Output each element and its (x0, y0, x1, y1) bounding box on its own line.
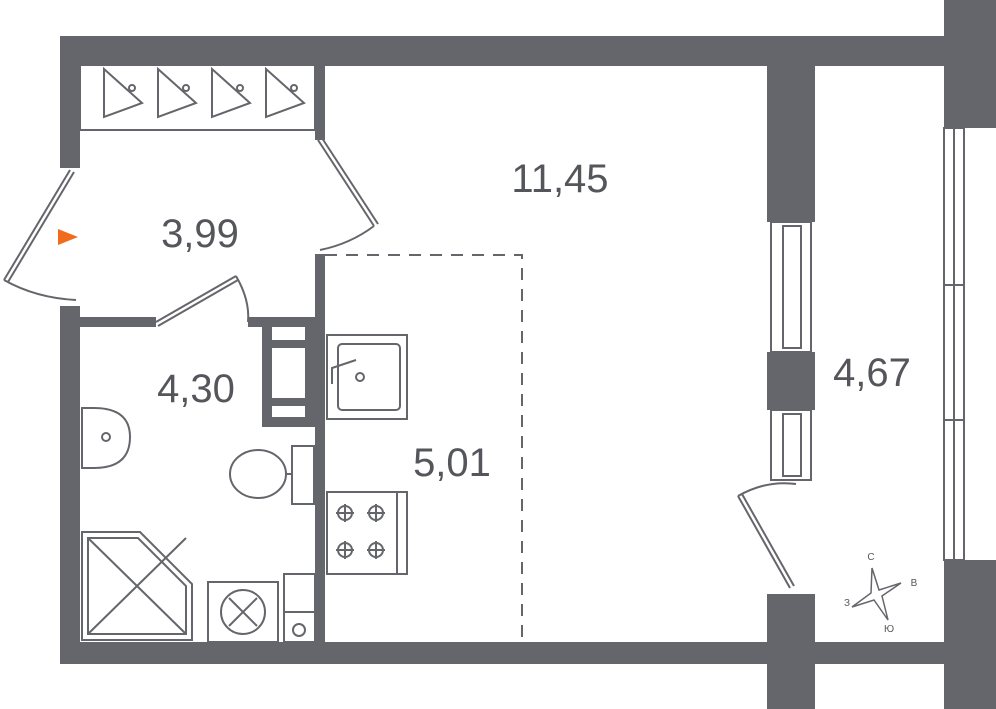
compass-east: В (911, 578, 918, 589)
balcony-glazing (943, 127, 965, 561)
compass-north: С (867, 552, 874, 563)
hanger-icon (211, 66, 252, 119)
area-living: 11,45 (511, 157, 608, 201)
kitchen-zone (325, 254, 523, 642)
hanger-icon (265, 66, 306, 119)
balcony-door (737, 482, 797, 589)
compass-icon: С В Ю З (844, 552, 918, 635)
bathroom-door (155, 275, 250, 327)
hanger-icon (103, 66, 144, 119)
sink-icon (326, 334, 408, 420)
wardrobe (79, 55, 316, 131)
window-lower (770, 409, 812, 481)
area-kitchen: 5,01 (413, 441, 491, 485)
entrance-door (3, 169, 77, 301)
area-hallway: 3,99 (161, 212, 239, 256)
area-bathroom: 4,30 (157, 367, 235, 411)
area-balcony: 4,67 (833, 351, 911, 395)
hanger-icon (157, 66, 198, 119)
compass-south: Ю (884, 624, 894, 635)
toilet-icon (229, 445, 315, 505)
walls (60, 0, 996, 709)
shower-icon (81, 531, 193, 641)
stove-icon (326, 491, 408, 575)
water-heater-icon (283, 573, 316, 643)
entrance-arrow-icon (58, 229, 78, 245)
wardrobe-door (317, 137, 379, 251)
window-upper (770, 221, 812, 353)
washing-machine-icon (207, 581, 279, 643)
compass-west: З (844, 598, 850, 609)
washbasin-icon (81, 407, 132, 469)
